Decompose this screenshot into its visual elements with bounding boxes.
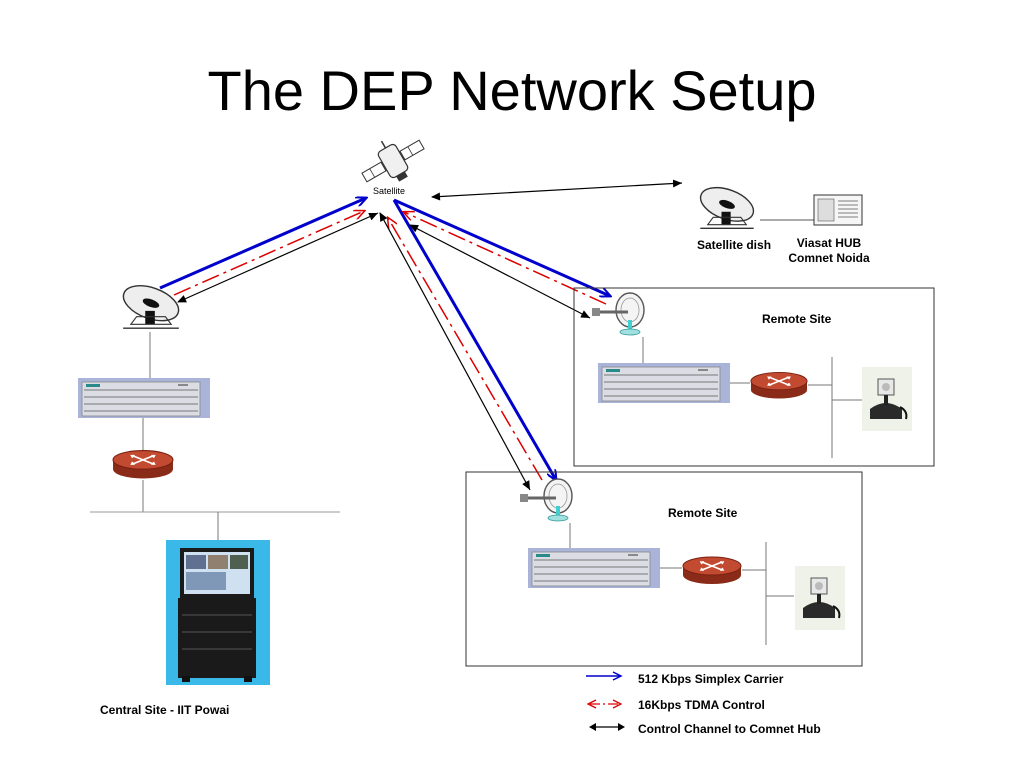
remote-2-router-icon	[682, 556, 742, 585]
legend-tdma-sample	[586, 699, 623, 709]
remote-1-modem-icon	[598, 363, 730, 403]
carrier-link-remote-2	[392, 199, 556, 480]
legend-carrier-sample	[586, 671, 623, 681]
control-link-hub	[431, 179, 683, 201]
legend-control-label: Control Channel to Comnet Hub	[638, 722, 821, 736]
remote-1-camera-icon	[862, 367, 912, 431]
remote-site-1-box	[573, 287, 935, 467]
hub-label-line-2: Comnet Noida	[788, 251, 870, 265]
remote-site-1-label: Remote Site	[762, 312, 832, 326]
carrier-links	[159, 198, 610, 480]
legend-tdma-label: 16Kbps TDMA Control	[638, 698, 765, 712]
slide-title: The DEP Network Setup	[207, 59, 817, 122]
central-satellite-dish-icon	[117, 284, 185, 329]
remote-2-modem-icon	[528, 548, 660, 588]
hub-satellite-dish-icon	[695, 186, 759, 230]
remote-1-router-icon	[750, 371, 808, 400]
remote-1-dish-icon	[592, 292, 646, 337]
videoconference-unit-icon	[166, 540, 270, 685]
satellite-icon	[361, 139, 425, 183]
central-modem-icon	[78, 378, 210, 418]
hub-label-line-1: Viasat HUB	[796, 236, 862, 250]
remote-2-camera-icon	[793, 566, 847, 630]
control-link-remote-2	[379, 212, 531, 491]
carrier-link-central	[159, 198, 366, 290]
remote-site-2-box	[465, 471, 863, 667]
satellite-dish-label: Satellite dish	[697, 238, 772, 252]
central-site-label: Central Site - IIT Powai	[100, 703, 230, 717]
central-router-icon	[112, 449, 174, 480]
control-links	[177, 179, 683, 491]
hub-label: Viasat HUB Comnet Noida	[784, 236, 874, 266]
legend-carrier-label: 512 Kbps Simplex Carrier	[638, 672, 784, 686]
control-link-central	[177, 212, 379, 303]
hub-server-icon	[813, 194, 863, 226]
tdma-link-remote-2	[388, 218, 543, 481]
satellite-label: Satellite	[373, 186, 406, 196]
tdma-link-remote-1	[404, 212, 607, 305]
tdma-link-central	[173, 211, 364, 296]
legend-control-sample	[589, 723, 625, 731]
carrier-link-remote-1	[393, 198, 610, 296]
remote-site-2-label: Remote Site	[668, 506, 738, 520]
tdma-links	[173, 211, 607, 481]
